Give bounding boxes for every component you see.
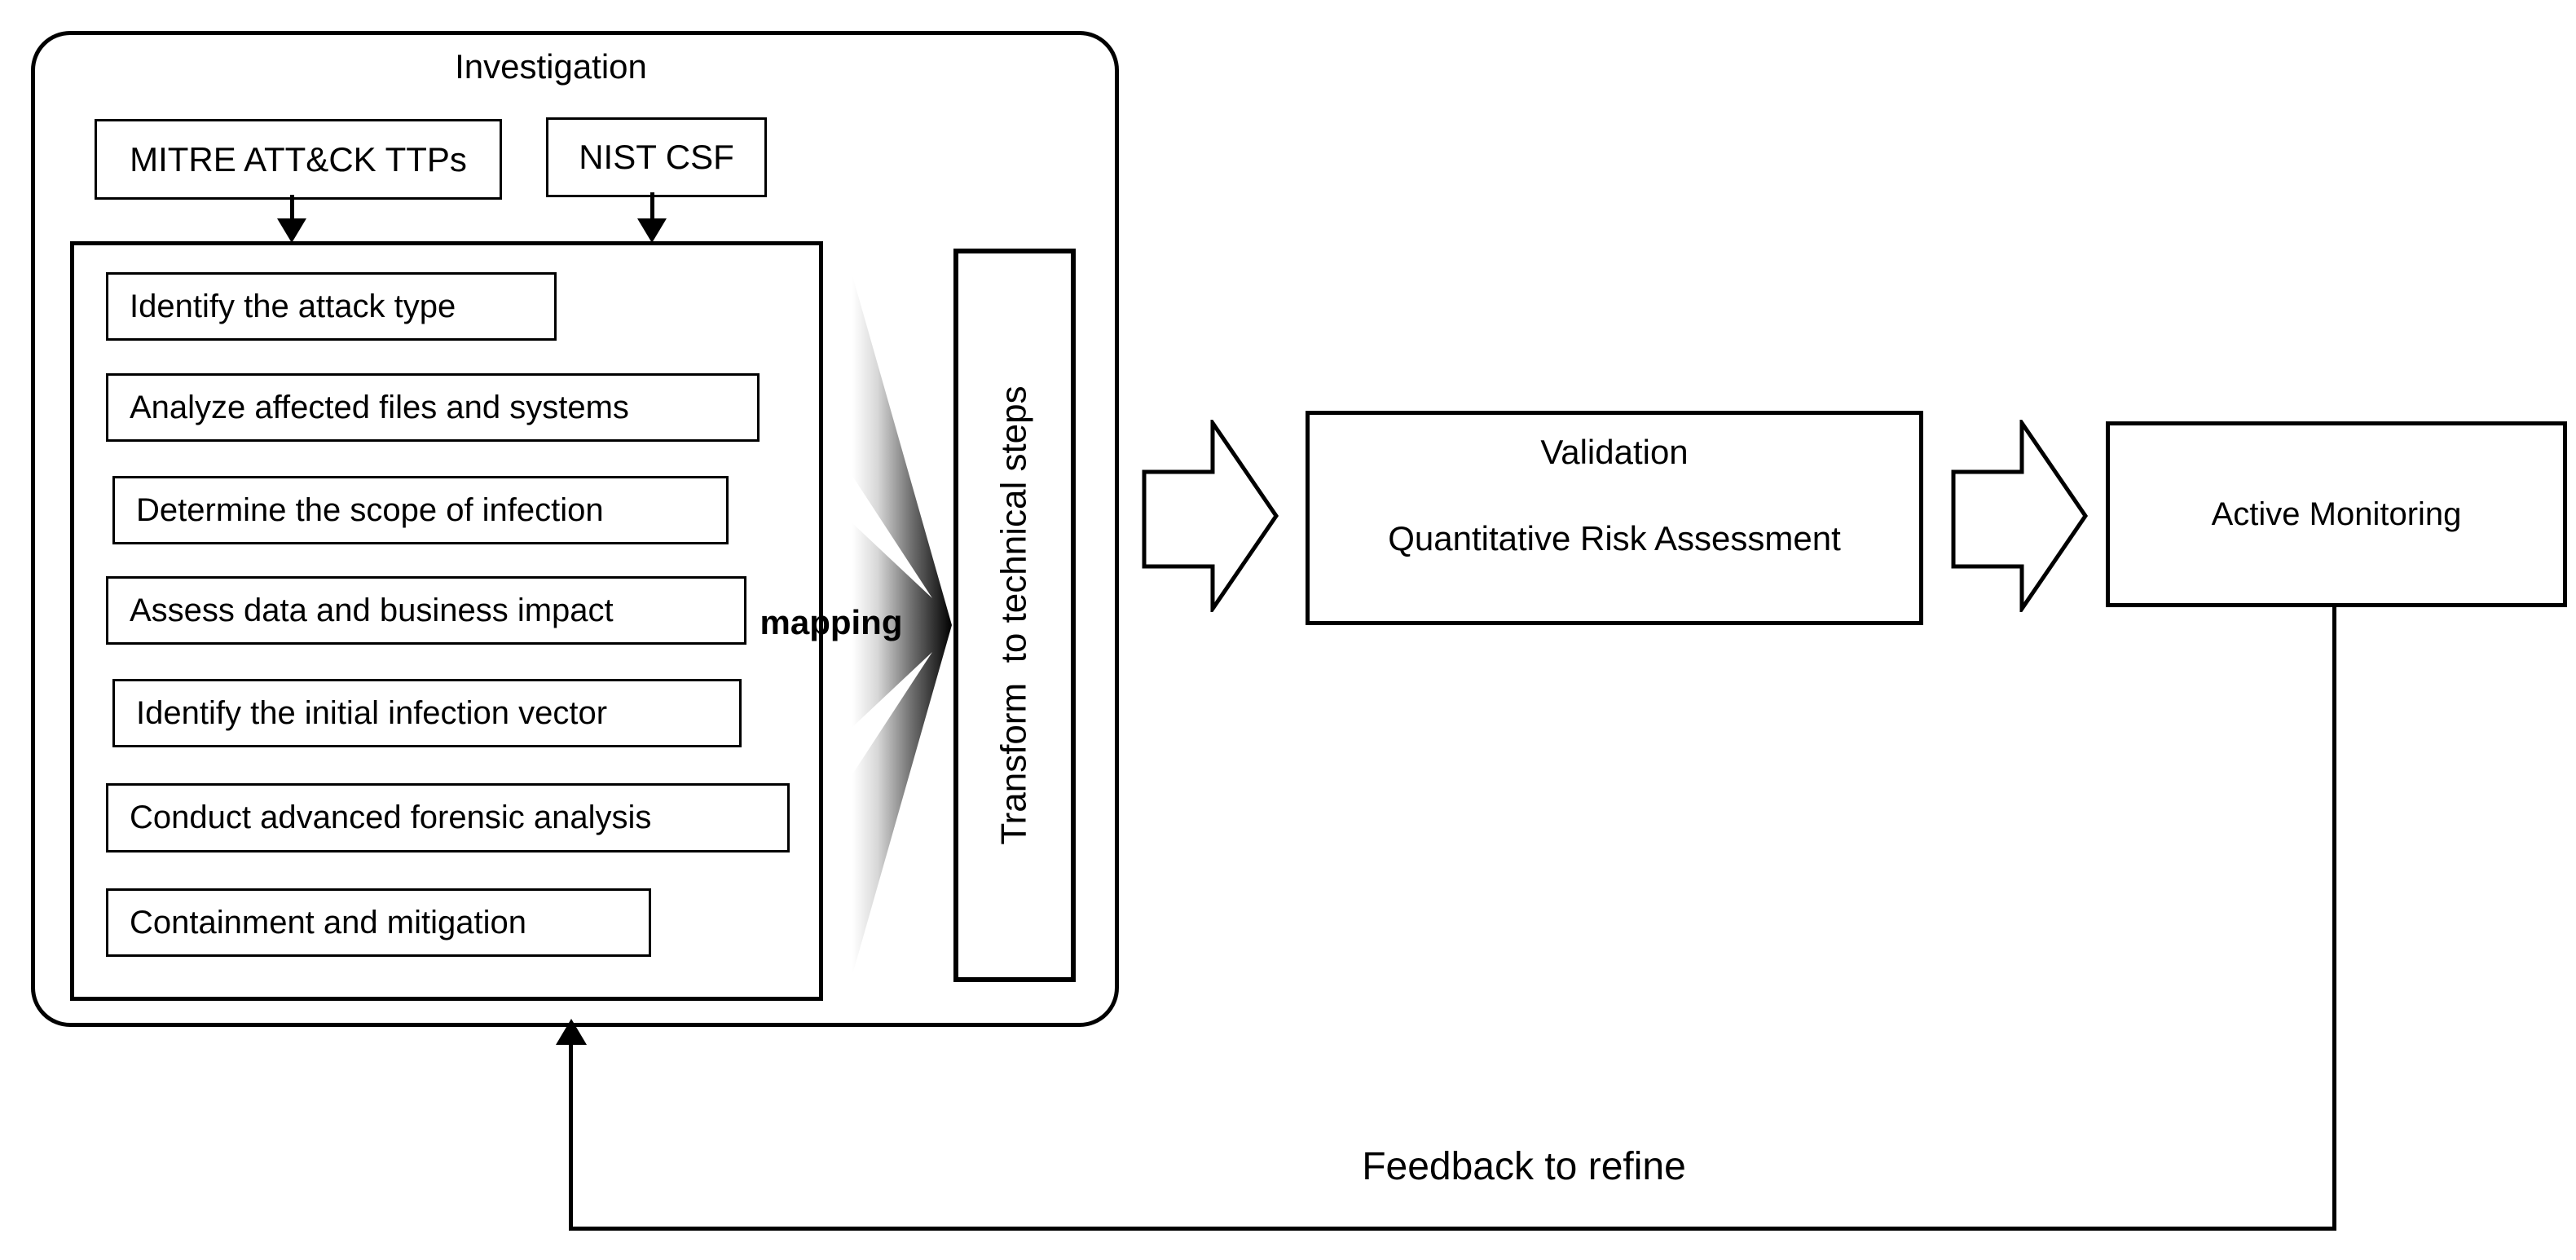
nist-down-arrowhead-icon bbox=[637, 218, 667, 243]
transform-box: Transform to technical steps bbox=[953, 249, 1076, 982]
step-box-identify-attack-type: Identify the attack type bbox=[106, 272, 557, 341]
investigation-title: Investigation bbox=[455, 47, 647, 86]
step-box-forensic-analysis: Conduct advanced forensic analysis bbox=[106, 783, 790, 852]
feedback-line-down bbox=[2332, 607, 2336, 1231]
feedback-line-bottom bbox=[569, 1227, 2336, 1231]
mapping-label: mapping bbox=[760, 603, 903, 641]
nist-csf-label: NIST CSF bbox=[579, 138, 734, 176]
step-box-containment-mitigation: Containment and mitigation bbox=[106, 888, 651, 957]
mitre-attck-label: MITRE ATT&CK TTPs bbox=[130, 139, 467, 178]
active-monitoring-label: Active Monitoring bbox=[2211, 496, 2462, 532]
flow-arrow-to-monitoring-icon bbox=[1951, 420, 2089, 612]
step-box-analyze-affected-files: Analyze affected files and systems bbox=[106, 373, 760, 442]
nist-connector-line bbox=[650, 192, 654, 222]
feedback-label: Feedback to refine bbox=[1362, 1145, 1686, 1188]
step-label: Identify the initial infection vector bbox=[136, 694, 608, 731]
transform-label: Transform to technical steps bbox=[994, 385, 1035, 845]
mitre-attck-box: MITRE ATT&CK TTPs bbox=[95, 119, 502, 200]
validation-title: Validation bbox=[1540, 433, 1689, 471]
flow-arrow-to-validation-icon bbox=[1142, 420, 1279, 612]
validation-box: Validation Quantitative Risk Assessment bbox=[1306, 411, 1923, 625]
step-box-determine-scope: Determine the scope of infection bbox=[112, 476, 729, 544]
step-label: Identify the attack type bbox=[130, 288, 456, 324]
mitre-down-arrowhead-icon bbox=[277, 218, 306, 243]
step-label: Containment and mitigation bbox=[130, 904, 526, 941]
step-box-initial-infection-vector: Identify the initial infection vector bbox=[112, 679, 742, 747]
step-label: Analyze affected files and systems bbox=[130, 389, 629, 425]
step-label: Conduct advanced forensic analysis bbox=[130, 800, 652, 835]
validation-subtitle: Quantitative Risk Assessment bbox=[1388, 519, 1841, 557]
step-label: Determine the scope of infection bbox=[136, 491, 604, 528]
nist-csf-box: NIST CSF bbox=[546, 117, 767, 197]
feedback-line-up bbox=[569, 1045, 573, 1231]
active-monitoring-box: Active Monitoring bbox=[2106, 421, 2567, 607]
mitre-connector-line bbox=[290, 195, 294, 222]
mapping-gradient-arrow-icon bbox=[852, 275, 952, 975]
feedback-up-arrowhead-icon bbox=[556, 1019, 587, 1045]
step-box-assess-impact: Assess data and business impact bbox=[106, 576, 746, 645]
step-label: Assess data and business impact bbox=[130, 592, 614, 628]
